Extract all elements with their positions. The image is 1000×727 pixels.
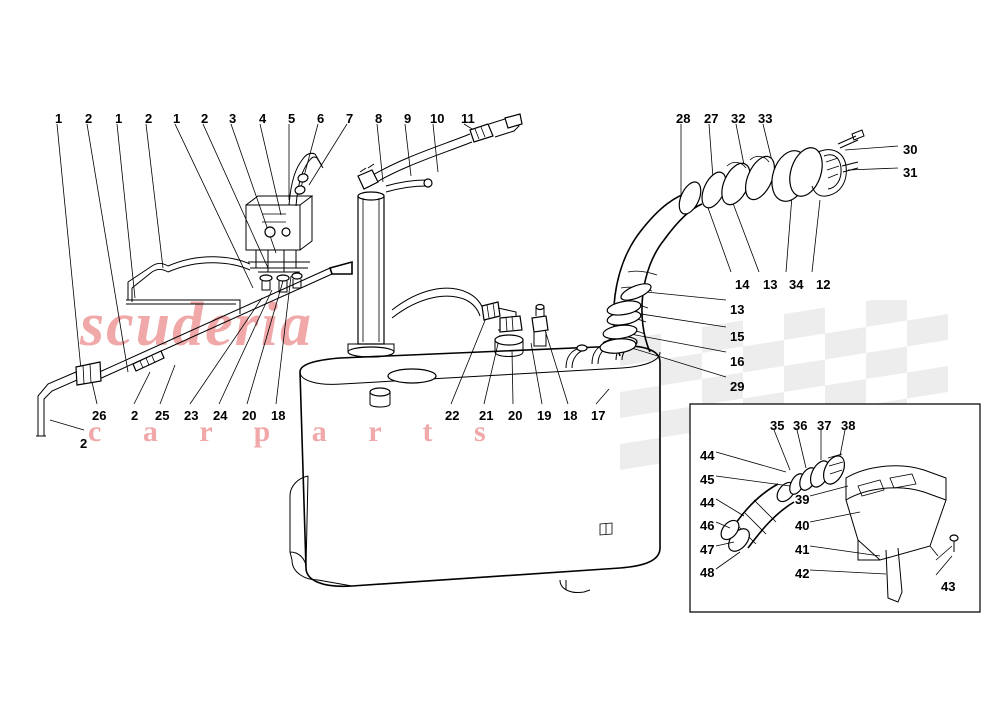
- callout-25: 25: [155, 408, 170, 423]
- callout-13: 13: [730, 302, 745, 317]
- callout-15: 15: [730, 329, 745, 344]
- callout-47: 47: [700, 542, 715, 557]
- callout-13: 13: [763, 277, 778, 292]
- callout-18: 18: [271, 408, 286, 423]
- callout-2: 2: [80, 436, 88, 451]
- callout-24: 24: [213, 408, 228, 423]
- callout-40: 40: [795, 518, 810, 533]
- callout-28: 28: [676, 111, 691, 126]
- callout-12: 12: [816, 277, 831, 292]
- leader-lines-top-left: [57, 124, 482, 380]
- tank-top-pipe: [392, 288, 548, 356]
- filler-hose-assembly: [599, 130, 864, 356]
- leader-lines-right-stack: [622, 196, 820, 377]
- callout-30: 30: [903, 142, 918, 157]
- callout-14: 14: [735, 277, 750, 292]
- callout-26: 26: [92, 408, 107, 423]
- fuel-tank: [290, 339, 660, 593]
- callout-44: 44: [700, 448, 715, 463]
- callout-3: 3: [229, 111, 237, 126]
- callout-37: 37: [817, 418, 832, 433]
- upper-hose-assembly: [358, 114, 522, 192]
- callout-2: 2: [145, 111, 153, 126]
- pump-hoses: [289, 153, 323, 206]
- callout-36: 36: [793, 418, 808, 433]
- callout-39: 39: [795, 492, 810, 507]
- callout-42: 42: [795, 566, 810, 581]
- callout-20: 20: [508, 408, 523, 423]
- fuel-filter-cylinder: [348, 192, 394, 357]
- callout-29: 29: [730, 379, 745, 394]
- callout-33: 33: [758, 111, 773, 126]
- callout-45: 45: [700, 472, 715, 487]
- callout-17: 17: [591, 408, 606, 423]
- callout-2: 2: [131, 408, 139, 423]
- callout-11: 11: [461, 111, 475, 126]
- callout-20: 20: [242, 408, 257, 423]
- callout-34: 34: [789, 277, 804, 292]
- callout-19: 19: [537, 408, 552, 423]
- pipe-union: [76, 351, 164, 385]
- callout-23: 23: [184, 408, 199, 423]
- callout-16: 16: [730, 354, 745, 369]
- inset-contents: [718, 453, 958, 602]
- pump-bracket-assembly: [246, 196, 312, 292]
- callout-32: 32: [731, 111, 746, 126]
- callout-8: 8: [375, 111, 383, 126]
- callout-10: 10: [430, 111, 445, 126]
- callout-6: 6: [317, 111, 325, 126]
- callout-1: 1: [115, 111, 123, 126]
- callout-2: 2: [201, 111, 209, 126]
- fuel-line-left: [36, 257, 352, 436]
- callout-21: 21: [479, 408, 494, 423]
- callout-44: 44: [700, 495, 715, 510]
- callout-18: 18: [563, 408, 578, 423]
- callout-7: 7: [346, 111, 354, 126]
- callout-2: 2: [85, 111, 93, 126]
- callout-5: 5: [288, 111, 296, 126]
- callout-31: 31: [903, 165, 918, 180]
- callout-41: 41: [795, 542, 810, 557]
- callout-48: 48: [700, 565, 715, 580]
- inset-frame: [690, 404, 980, 612]
- callout-1: 1: [173, 111, 181, 126]
- leader-lines-center: [451, 318, 609, 404]
- callout-9: 9: [404, 111, 412, 126]
- callout-27: 27: [704, 111, 719, 126]
- callout-22: 22: [445, 408, 460, 423]
- leader-lines-lower-left: [50, 276, 291, 430]
- callout-38: 38: [841, 418, 856, 433]
- callout-35: 35: [770, 418, 785, 433]
- callout-4: 4: [259, 111, 267, 126]
- callout-46: 46: [700, 518, 715, 533]
- inset-leader-lines: [716, 430, 952, 575]
- callout-43: 43: [941, 579, 956, 594]
- callout-1: 1: [55, 111, 63, 126]
